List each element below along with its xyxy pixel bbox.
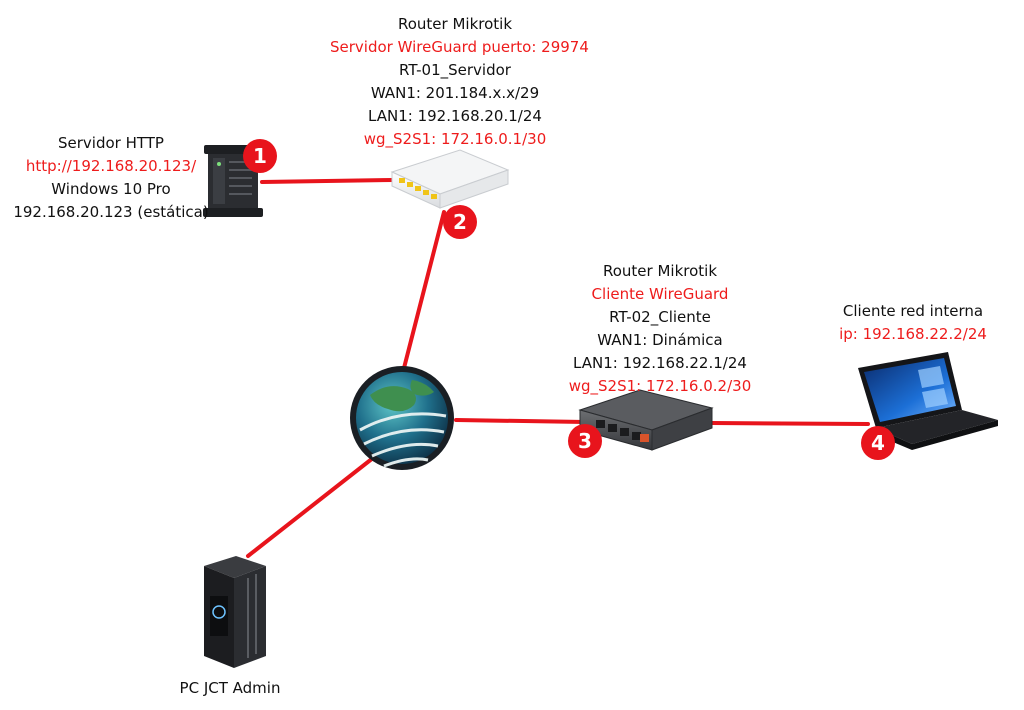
label-line: LAN1: 192.168.20.1/24 bbox=[368, 107, 542, 125]
svg-text:4: 4 bbox=[871, 431, 885, 455]
badge-1: 1 bbox=[243, 139, 277, 173]
label-line: Cliente red interna bbox=[842, 302, 984, 320]
label-line: Router Mikrotik bbox=[602, 262, 718, 280]
link-server-router1 bbox=[260, 178, 395, 184]
label-line: WAN1: Dinámica bbox=[597, 331, 723, 349]
badge-3: 3 bbox=[568, 424, 602, 458]
link-router2-laptop bbox=[710, 421, 870, 426]
badge-4: 4 bbox=[861, 426, 895, 460]
label-line: Cliente WireGuard bbox=[591, 285, 729, 303]
label-line: Router Mikrotik bbox=[397, 15, 513, 33]
label-line: Windows 10 Pro bbox=[51, 180, 171, 198]
router-white-icon bbox=[390, 149, 510, 209]
label-admin-pc: PC JCT Admin bbox=[140, 677, 320, 700]
label-internal-client: Cliente red interna ip: 192.168.22.2/24 bbox=[806, 300, 1020, 346]
label-line: wg_S2S1: 172.16.0.2/30 bbox=[568, 377, 752, 395]
badge-2: 2 bbox=[443, 205, 477, 239]
label-line: WAN1: 201.184.x.x/29 bbox=[370, 84, 540, 102]
badges: 1 2 3 4 bbox=[243, 139, 895, 460]
label-line: wg_S2S1: 172.16.0.1/30 bbox=[363, 130, 547, 148]
label-line: http://192.168.20.123/ bbox=[25, 157, 197, 175]
link-router1-internet bbox=[402, 210, 446, 370]
svg-text:2: 2 bbox=[453, 210, 467, 234]
connections bbox=[246, 178, 870, 558]
router-dark-icon bbox=[578, 389, 714, 451]
link-internet-router2 bbox=[454, 418, 587, 424]
label-line: RT-02_Cliente bbox=[609, 308, 711, 326]
label-line: Servidor HTTP bbox=[58, 134, 164, 152]
link-internet-adminpc bbox=[246, 456, 375, 558]
svg-text:1: 1 bbox=[253, 144, 267, 168]
globe-icon bbox=[350, 366, 454, 470]
desktop-tower-icon bbox=[204, 556, 266, 668]
label-line: PC JCT Admin bbox=[179, 679, 281, 697]
svg-text:3: 3 bbox=[578, 429, 592, 453]
label-line: RT-01_Servidor bbox=[399, 61, 511, 79]
label-line: 192.168.20.123 (estática) bbox=[13, 203, 209, 221]
label-line: LAN1: 192.168.22.1/24 bbox=[573, 354, 747, 372]
label-http-server: Servidor HTTP http://192.168.20.123/Windo… bbox=[0, 132, 222, 224]
label-line: ip: 192.168.22.2/24 bbox=[839, 325, 987, 343]
label-line: Servidor WireGuard puerto: 29974 bbox=[330, 38, 589, 56]
